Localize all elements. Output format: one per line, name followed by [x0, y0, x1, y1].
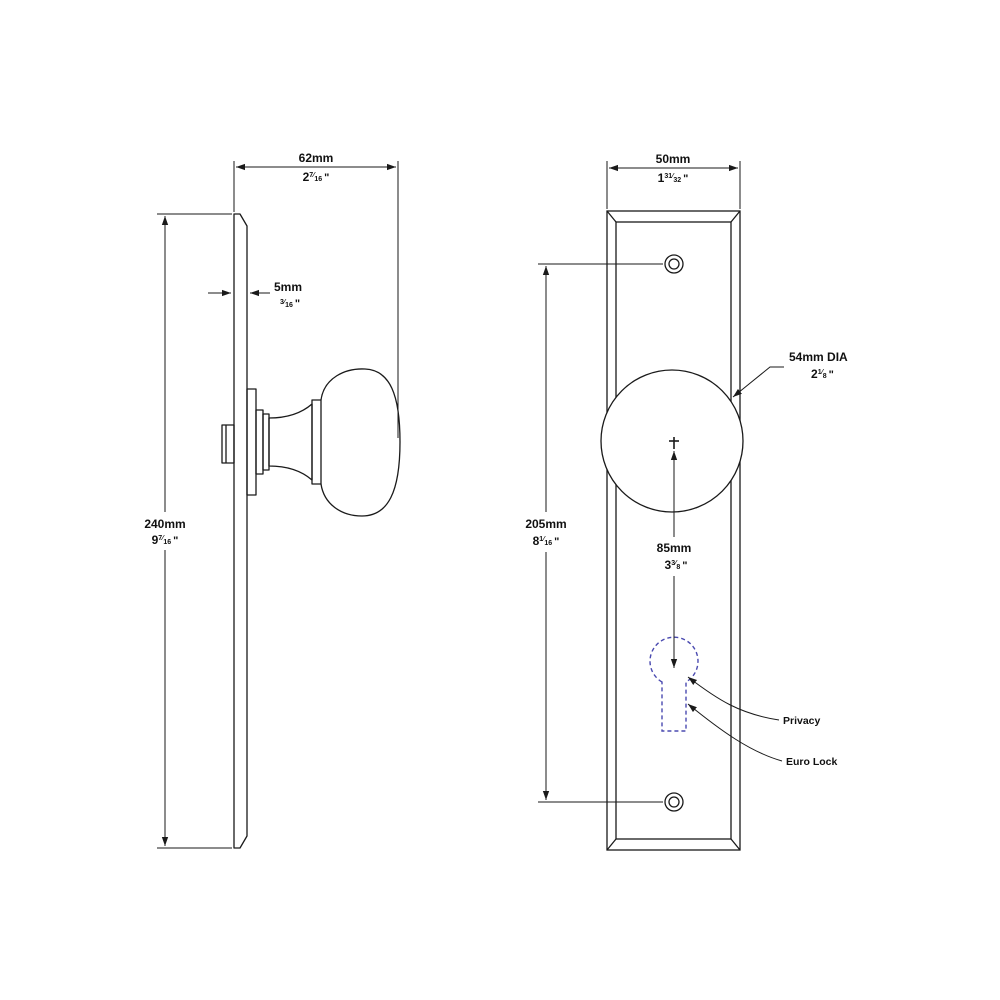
front-fixing-dimension [538, 263, 663, 803]
front-centre-mm: 85mm [657, 541, 692, 555]
knob-diameter-leader [732, 366, 784, 398]
side-width-inch: 27⁄16" [303, 170, 330, 184]
side-thickness-inch: 3⁄16" [280, 298, 300, 310]
side-knob-shoulder [311, 399, 322, 485]
side-rose [246, 388, 257, 496]
top-screw-hole [664, 254, 684, 274]
front-centre-inch: 33⁄8" [665, 558, 688, 572]
front-backplate-outer [606, 210, 741, 851]
front-width-mm: 50mm [656, 152, 691, 166]
side-width-mm: 62mm [299, 151, 334, 165]
euro-lock-label: Euro Lock [786, 756, 838, 768]
side-height-inch: 97⁄16" [152, 533, 179, 547]
bottom-screw-hole [664, 792, 684, 812]
side-collar [255, 409, 264, 475]
side-height-dimension [157, 213, 232, 849]
side-thickness-mm: 5mm [274, 280, 302, 294]
front-fixing-inch: 81⁄16" [533, 534, 560, 548]
side-spindle-tab [221, 424, 235, 464]
side-backplate [233, 213, 248, 849]
side-width-dimension [233, 161, 399, 438]
callout-leaders [687, 676, 783, 762]
privacy-label: Privacy [783, 715, 821, 727]
front-fixing-mm: 205mm [525, 517, 566, 531]
side-knob-head [320, 368, 401, 517]
knob-diameter-mm: 54mm DIA [789, 350, 848, 364]
side-knob-neck [268, 403, 313, 481]
front-width-inch: 131⁄32" [658, 171, 689, 185]
front-backplate-bevel [615, 221, 732, 840]
side-view [221, 213, 401, 849]
front-width-dimension [606, 161, 741, 209]
knob-diameter-inch: 21⁄8" [811, 367, 834, 381]
front-view [600, 210, 744, 851]
side-height-mm: 240mm [144, 517, 185, 531]
